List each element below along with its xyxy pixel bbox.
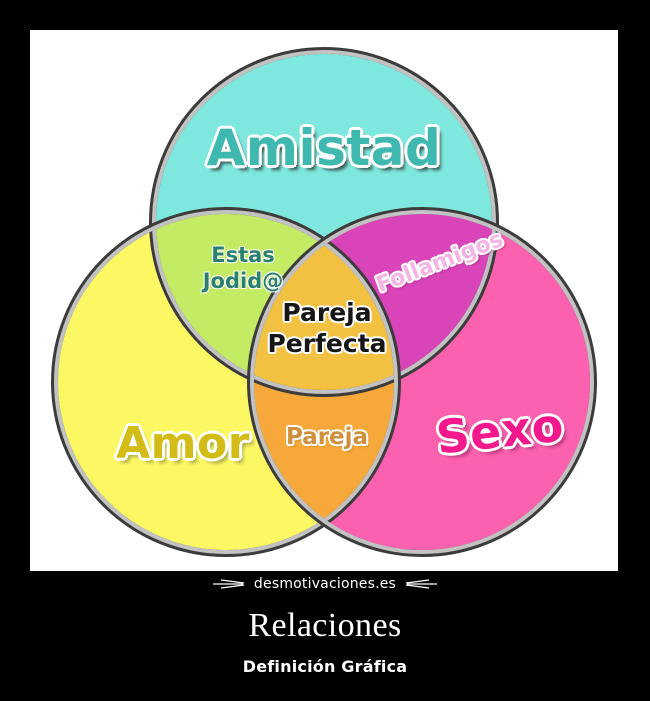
- image-frame: Amistad Amor Sexo Estas Jodid@ Follamigo…: [30, 30, 618, 588]
- circle-sexo-outline-inner: [250, 210, 594, 554]
- venn-diagram: Amistad Amor Sexo Estas Jodid@ Follamigo…: [30, 30, 618, 588]
- venn-svg: [51, 47, 597, 557]
- poster-subtitle: Definición Gráfica: [242, 657, 408, 677]
- flourish-left-icon: [212, 579, 244, 589]
- circle-amor-outline-inner: [54, 210, 398, 554]
- watermark-text: desmotivaciones.es: [253, 576, 397, 592]
- venn-outlines: [51, 47, 597, 557]
- circle-amistad-outline-inner: [152, 50, 496, 394]
- poster-title: Relaciones: [248, 607, 402, 644]
- flourish-right-icon: [405, 579, 438, 589]
- watermark-bar: desmotivaciones.es: [0, 571, 650, 597]
- intersection-all-three: [252, 212, 396, 392]
- caption-block: Relaciones Definición Gráfica: [0, 606, 650, 676]
